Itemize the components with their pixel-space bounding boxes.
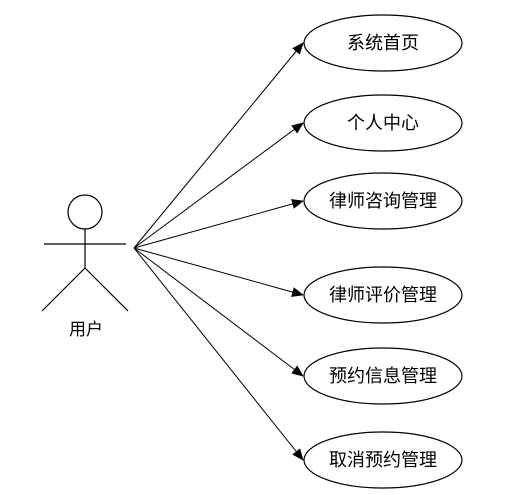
arrow-to-use-case-6: [133, 247, 304, 461]
use-case-lawyer-review-management: 律师评价管理: [303, 266, 463, 324]
arrow-to-use-case-3: [133, 199, 304, 249]
use-case-ellipse: [303, 347, 463, 405]
use-case-personal-center: 个人中心: [303, 94, 463, 152]
use-case-cancel-appointment-management: 取消预约管理: [303, 431, 463, 489]
use-case-label: 取消预约管理: [329, 450, 437, 471]
use-case-lawyer-consult-management: 律师咨询管理: [303, 172, 463, 230]
actor-label: 用户: [69, 320, 103, 340]
actor-left-leg: [41, 267, 86, 312]
arrow-to-use-case-5: [133, 247, 304, 377]
use-case-appointment-info-management: 预约信息管理: [303, 347, 463, 405]
associations: [133, 42, 304, 461]
use-case-system-home: 系统首页: [303, 14, 463, 72]
arrow-to-use-case-1: [133, 42, 304, 249]
use-case-ellipse: [303, 172, 463, 230]
actor-right-leg: [84, 267, 129, 312]
use-case-ellipse: [303, 14, 463, 72]
actor-head: [67, 194, 103, 230]
use-case-label: 律师咨询管理: [329, 191, 437, 212]
arrow-to-use-case-4: [133, 247, 304, 297]
use-case-label: 预约信息管理: [329, 366, 437, 387]
use-case-ellipse: [303, 94, 463, 152]
use-case-label: 个人中心: [347, 113, 419, 134]
use-case-label: 律师评价管理: [329, 285, 437, 306]
use-case-ellipse: [303, 431, 463, 489]
use-case-ellipse: [303, 266, 463, 324]
actor-user: 用户: [41, 194, 129, 340]
arrow-to-use-case-2: [133, 122, 304, 249]
use-case-label: 系统首页: [347, 33, 419, 54]
